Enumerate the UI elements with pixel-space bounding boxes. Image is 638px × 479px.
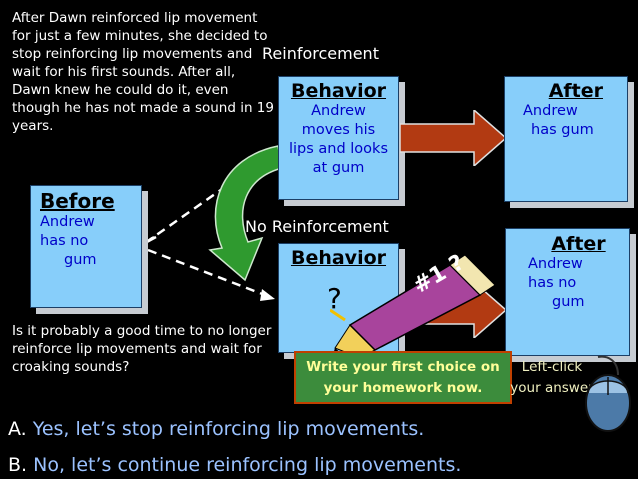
behavior-box-reinforcement: Behavior Andrew moves his lips and looks… — [278, 76, 399, 200]
answer-a-text: Yes, let’s stop reinforcing lip movement… — [32, 418, 425, 440]
homework-note: Write your first choice on your homework… — [294, 351, 512, 404]
before-title: Before — [40, 189, 115, 213]
after1-line2: has gum — [531, 122, 594, 138]
question-mark: ? — [327, 282, 342, 315]
green-curved-arrow — [208, 145, 283, 282]
question-text: Is it probably a good time to no longer … — [12, 323, 272, 375]
reinforcement-label: Reinforcement — [262, 44, 379, 63]
behavior1-line2: moves his — [301, 122, 376, 138]
left-click-line1: Left-click — [521, 359, 583, 375]
mouse-icon — [585, 355, 631, 432]
answer-b-letter: B. — [8, 454, 28, 476]
answer-b-text: No, let’s continue reinforcing lip movem… — [33, 454, 462, 476]
before-line2: has no — [40, 233, 89, 249]
dashed-arrows — [144, 185, 275, 301]
answer-a-letter: A. — [8, 418, 27, 440]
answer-b[interactable]: B. No, let’s continue reinforcing lip mo… — [8, 454, 461, 476]
after2-line2: has no — [528, 275, 577, 291]
no-reinforcement-label: No Reinforcement — [245, 217, 389, 236]
arrow-right-1 — [400, 110, 508, 166]
behavior1-line4: at gum — [312, 160, 365, 176]
after-box-reinforcement: After Andrew has gum — [504, 76, 628, 202]
after1-line1: Andrew — [523, 103, 578, 119]
after2-line3: gum — [552, 294, 585, 310]
after-box-no-reinforcement: After Andrew has no gum — [505, 228, 630, 356]
homework-line2: your homework now. — [323, 380, 483, 396]
after2-title: After — [551, 233, 606, 255]
left-click-line2: your answer — [510, 380, 594, 396]
after2-line1: Andrew — [528, 256, 583, 272]
before-box: Before Andrew has no gum — [30, 185, 142, 308]
behavior2-title: Behavior — [290, 247, 387, 269]
answer-a[interactable]: A. Yes, let’s stop reinforcing lip movem… — [8, 418, 424, 440]
before-line3: gum — [64, 252, 97, 268]
before-line1: Andrew — [40, 214, 95, 230]
left-click-hint: Left-click your answer — [497, 357, 607, 399]
after1-title: After — [548, 80, 603, 102]
behavior1-line1: Andrew — [311, 103, 366, 119]
pencil-icon — [330, 254, 496, 365]
behavior1-line3: lips and looks — [288, 141, 389, 157]
homework-line1: Write your first choice on — [306, 359, 500, 375]
intro-text: After Dawn reinforced lip movement for j… — [12, 10, 274, 134]
behavior1-title: Behavior — [290, 80, 387, 102]
